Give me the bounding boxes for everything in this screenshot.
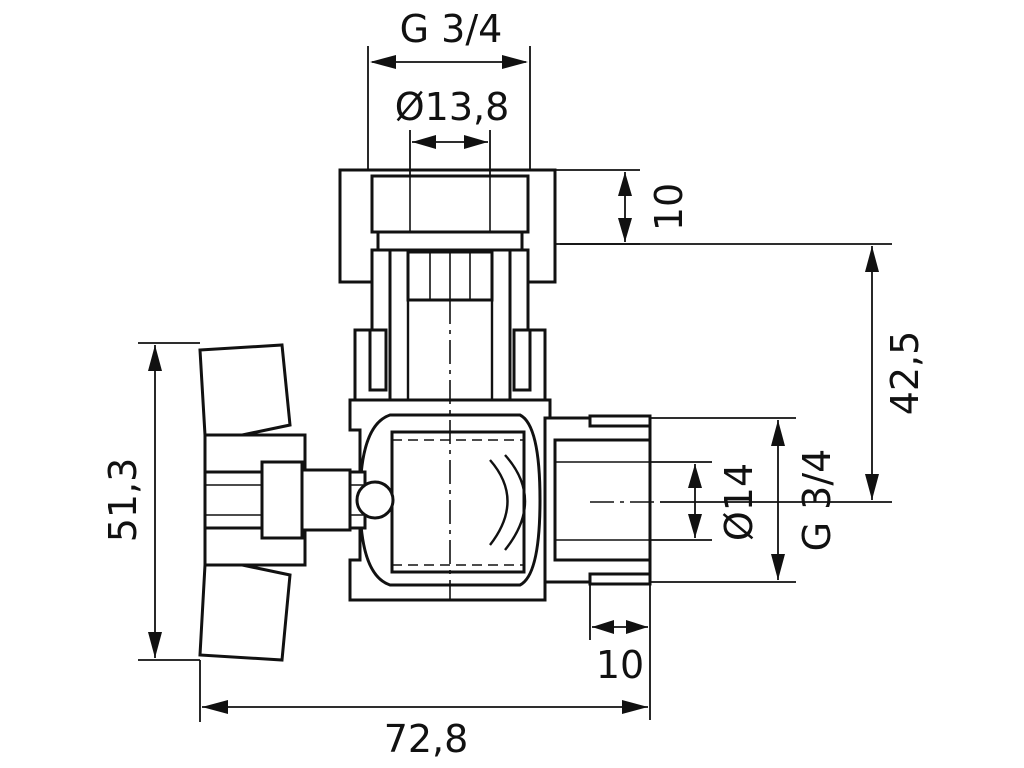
dim-handle-height-label: 51,3 [101,458,145,543]
center-lines [449,300,660,600]
dim-vertical-offset: 42,5 [560,243,927,503]
dim-side-thread-length: 10 [589,582,651,720]
dim-top-bore: Ø13,8 [395,85,510,176]
dim-side-thread: G 3/4 [650,417,839,583]
dim-top-nut-height-label: 10 [647,183,691,231]
handle [198,343,395,662]
dim-side-thread-label: G 3/4 [795,449,839,552]
dim-overall-length: 72,8 [199,660,648,761]
top-union-nut [338,168,557,284]
dim-overall-length-label: 72,8 [384,717,469,761]
top-stem [353,248,547,402]
side-outlet [543,414,652,586]
dim-handle-height: 51,3 [101,342,200,661]
dim-side-bore-label: Ø14 [717,463,761,541]
dim-side-thread-length-label: 10 [596,643,644,687]
dim-top-thread: G 3/4 [367,7,531,170]
dim-side-bore: Ø14 [650,461,761,541]
dim-top-thread-label: G 3/4 [400,7,503,51]
dim-top-bore-label: Ø13,8 [395,85,510,129]
dim-top-nut-height: 10 [555,169,691,245]
dim-vertical-offset-label: 42,5 [883,331,927,416]
